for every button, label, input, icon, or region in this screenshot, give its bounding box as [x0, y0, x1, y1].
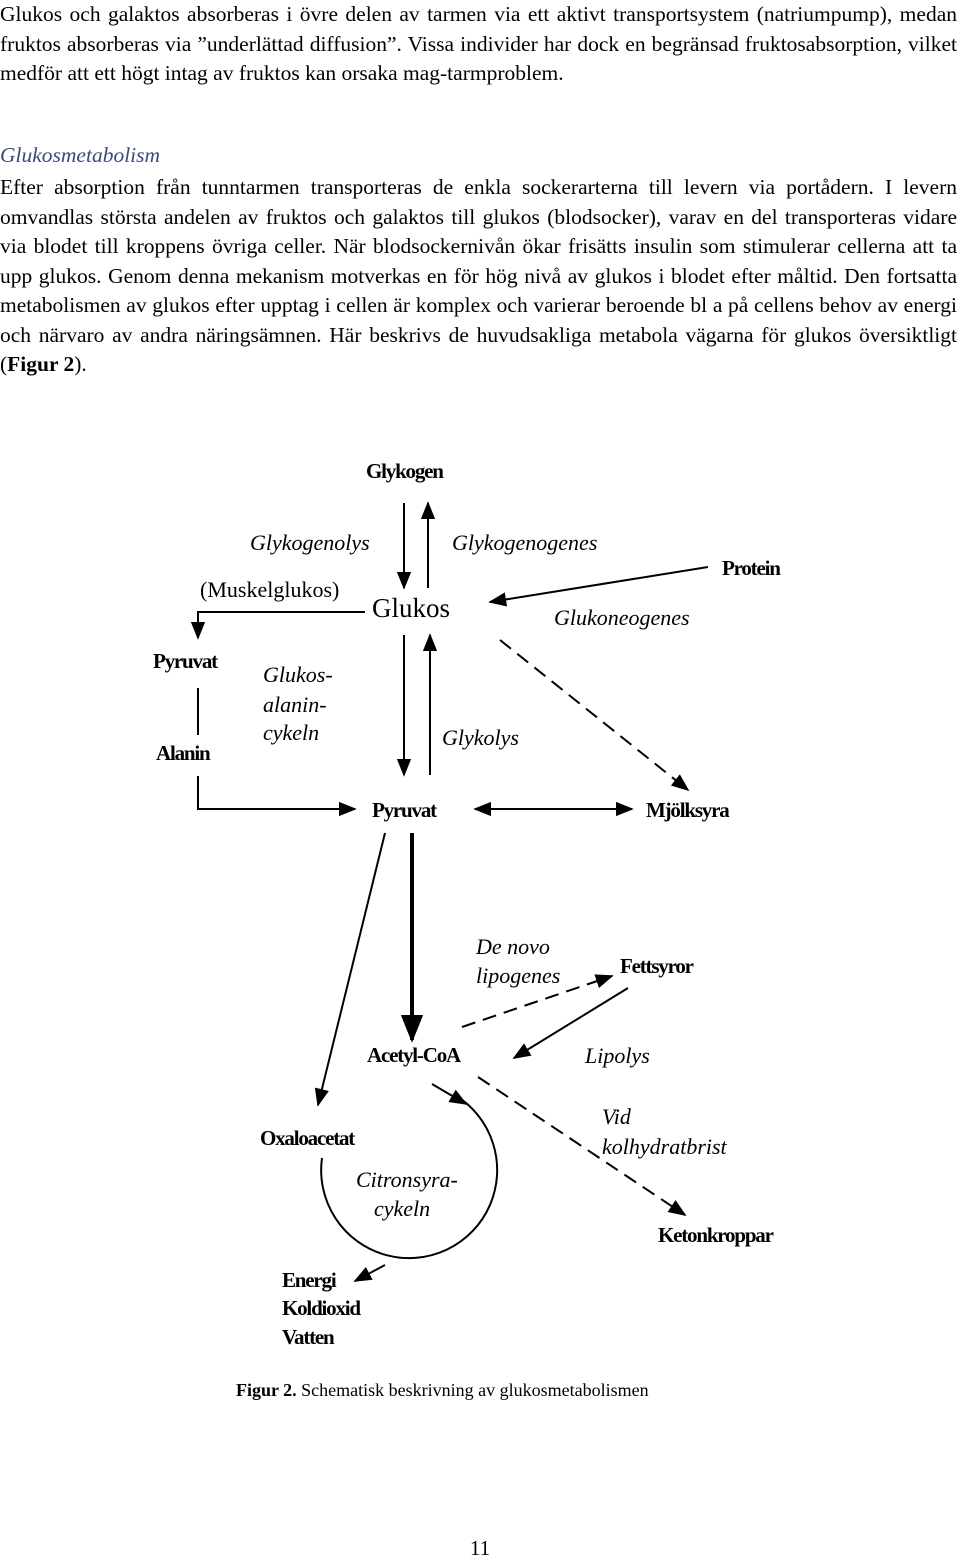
- vatten-label: Vatten: [282, 1325, 335, 1349]
- caption-label: Figur 2.: [236, 1380, 297, 1400]
- alanin-label: Alanin: [156, 741, 211, 765]
- pyruvat-oxaloacetat-arrow: [314, 832, 386, 1107]
- glukoneogenes-arrow: [488, 566, 709, 607]
- citronsyracykel-entry-arrow: [431, 1083, 468, 1105]
- oxaloacetat-label: Oxaloacetat: [260, 1126, 355, 1150]
- glykogen-label: Glykogen: [366, 459, 444, 483]
- mjolksyra-label: Mjölksyra: [646, 798, 730, 822]
- protein-label: Protein: [722, 556, 781, 580]
- glukos-alanin-label-1: Glukos-: [263, 662, 333, 687]
- koldioxid-label: Koldioxid: [282, 1296, 361, 1320]
- glukos-alanin-label-3: cykeln: [263, 720, 319, 745]
- glukos-label: Glukos: [372, 593, 450, 623]
- muskelglukos-arrow: [190, 611, 365, 640]
- citronsyracykel-label-1: Citronsyra-: [356, 1167, 458, 1192]
- ketonkroppar-dashed-arrow: [477, 1076, 687, 1216]
- figure-caption: Figur 2. Schematisk beskrivning av gluko…: [236, 1380, 649, 1401]
- glykogenolys-label: Glykogenolys: [250, 530, 370, 555]
- citronsyracykel-label-2: cykeln: [374, 1196, 430, 1221]
- acetyl-coa-label: Acetyl-CoA: [367, 1043, 462, 1067]
- glukoneogenes-label: Glukoneogenes: [554, 605, 690, 630]
- body-paragraph: Efter absorption från tunntarmen transpo…: [0, 173, 957, 380]
- intro-paragraph: Glukos och galaktos absorberas i övre de…: [0, 2, 957, 85]
- vid-label-1: Vid: [602, 1104, 632, 1129]
- citronsyracykel-circle: [320, 1094, 499, 1260]
- lipogenes-dashed-arrow: [461, 974, 614, 1028]
- section-heading: Glukosmetabolism: [0, 143, 161, 167]
- glukos-mjolksyra-dashed-arrow: [499, 639, 690, 792]
- body-paragraph-tail: ).: [74, 352, 87, 376]
- glykogenogenes-label: Glykogenogenes: [452, 530, 597, 555]
- ketonkroppar-label: Ketonkroppar: [658, 1223, 774, 1247]
- lipolys-label: Lipolys: [584, 1043, 650, 1068]
- glykolys-label: Glykolys: [442, 725, 519, 750]
- de-novo-label-1: De novo: [475, 934, 550, 959]
- citronsyracykel-exit-arrow: [353, 1264, 386, 1282]
- lipolys-arrow: [512, 987, 629, 1059]
- vid-label-2: kolhydratbrist: [602, 1134, 728, 1159]
- alanin-pyruvat-arrow: [197, 776, 357, 817]
- energi-label: Energi: [282, 1268, 337, 1292]
- page-number: 11: [469, 1536, 491, 1560]
- de-novo-label-2: lipogenes: [476, 963, 560, 988]
- caption-text: Schematisk beskrivning av glukosmetaboli…: [296, 1380, 649, 1400]
- figure-reference: Figur 2: [7, 352, 75, 376]
- pyruvat-label: Pyruvat: [372, 798, 437, 822]
- pyruvat-left-label: Pyruvat: [153, 649, 218, 673]
- muskelglukos-label: (Muskelglukos): [200, 577, 339, 602]
- body-paragraph-lead: Efter absorption från tunntarmen transpo…: [0, 175, 957, 376]
- glucose-metabolism-diagram: Glykogen Glykogenolys Glykogenogenes Pro…: [153, 459, 782, 1349]
- fettsyror-label: Fettsyror: [620, 954, 694, 978]
- glukos-alanin-label-2: alanin-: [263, 692, 327, 717]
